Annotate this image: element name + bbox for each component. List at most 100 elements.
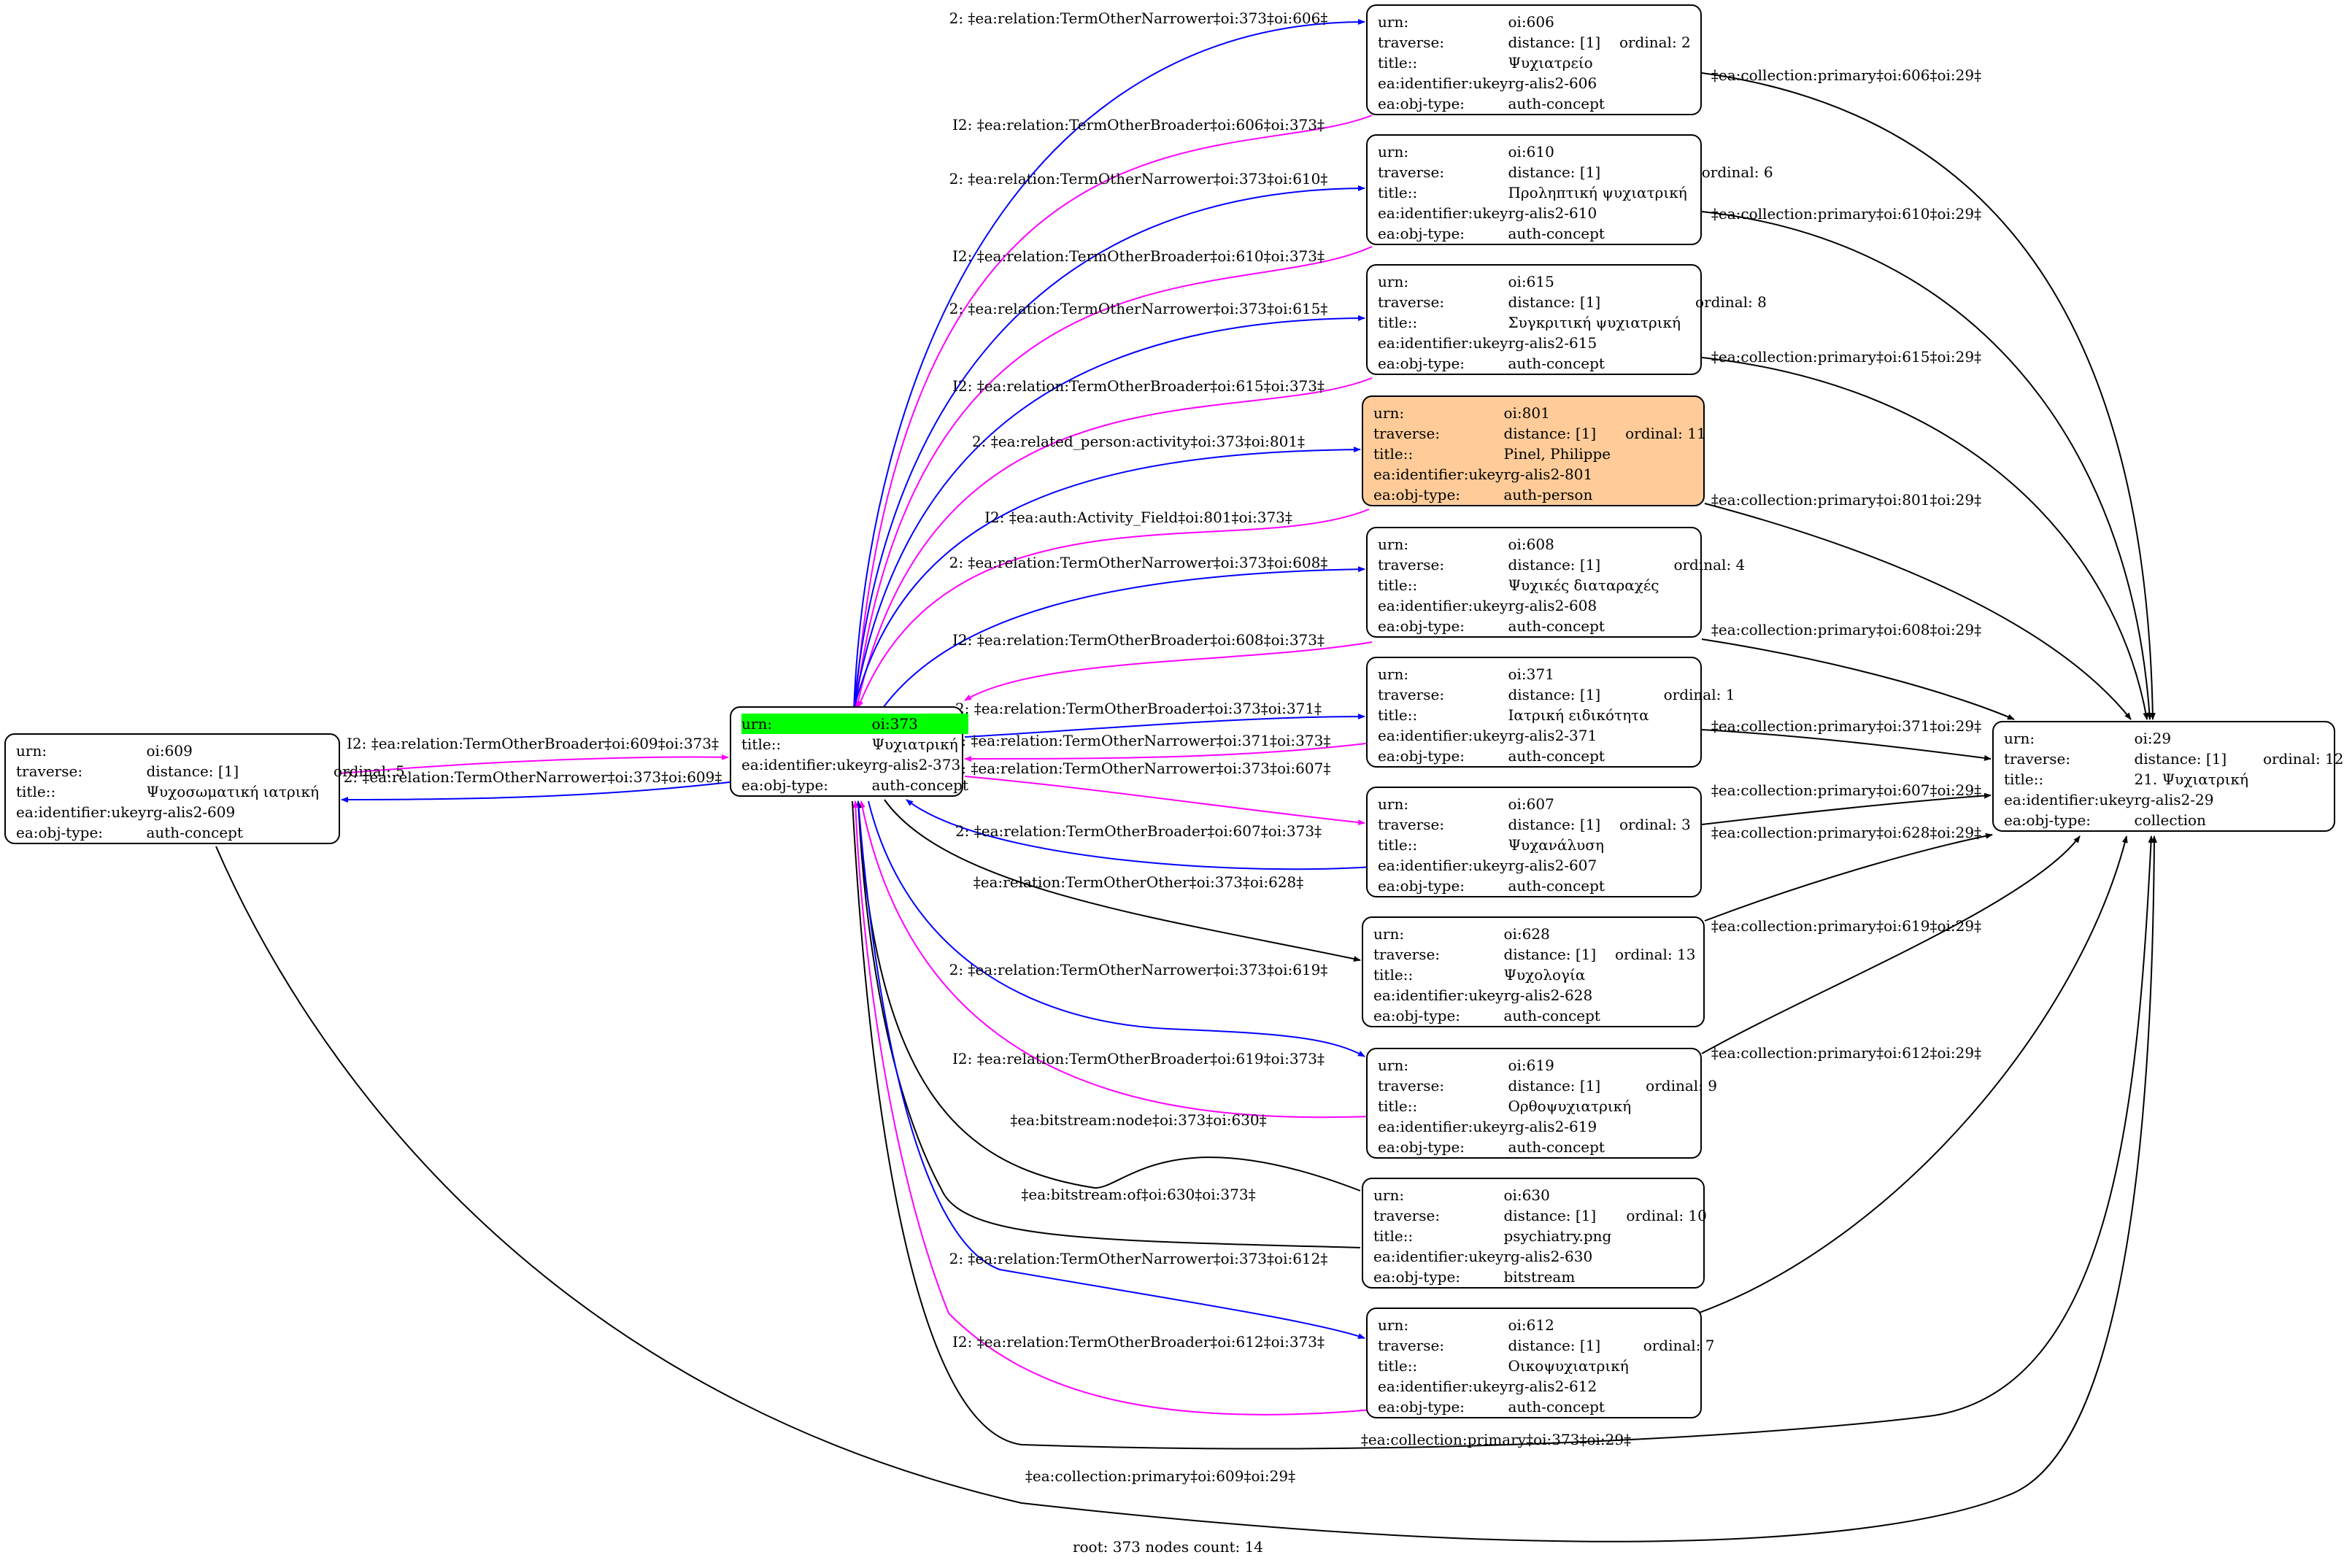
edge-label: I2: ‡ea:relation:TermOtherNarrower‡oi:37…: [947, 732, 1331, 749]
edge-line: [857, 509, 1370, 708]
edge-line: [884, 799, 1361, 962]
field-value: distance: [1]: [1508, 1077, 1601, 1094]
field-value: rg-alis2-609: [146, 803, 236, 821]
edge-line: [1701, 792, 1992, 825]
field-value: oi:628: [1503, 925, 1550, 943]
edge-label: ‡ea:collection:primary‡oi:607‡oi:29‡: [1711, 781, 1981, 799]
field-label: ea:identifier:ukey: [1373, 986, 1504, 1004]
edge-line: [1701, 357, 2149, 720]
field-value: collection: [2134, 811, 2206, 829]
field-label: ea:identifier:ukey: [1378, 857, 1508, 874]
field-label: traverse:: [1378, 556, 1445, 573]
field-value: oi:619: [1508, 1057, 1554, 1074]
field-value: bitstream: [1503, 1268, 1576, 1286]
field-label: ea:identifier:ukey: [1378, 74, 1508, 92]
edge-line: [853, 447, 1361, 710]
field-value: rg-alis2-606: [1508, 74, 1597, 92]
ordinal-value: ordinal: 8: [1695, 293, 1767, 311]
edge-label: ‡ea:collection:primary‡oi:609‡oi:29‡: [1025, 1467, 1295, 1485]
field-label: urn:: [1373, 404, 1405, 422]
edge-label: 2: ‡ea:relation:TermOtherBroader‡oi:607‡…: [955, 822, 1322, 840]
field-value: rg-alis2-371: [1508, 727, 1597, 744]
field-label: title::: [16, 783, 56, 800]
field-value: oi:606: [1508, 13, 1554, 31]
field-label: traverse:: [1378, 34, 1445, 51]
field-value: rg-alis2-607: [1508, 857, 1597, 874]
edge-label: ‡ea:collection:primary‡oi:371‡oi:29‡: [1711, 717, 1981, 735]
field-label: ea:identifier:ukey: [2004, 791, 2135, 808]
field-label: traverse:: [1378, 686, 1445, 703]
edge-line: [964, 742, 1373, 762]
field-value: rg-alis2-619: [1508, 1118, 1597, 1135]
field-label: ea:obj-type:: [1378, 95, 1465, 112]
ordinal-value: ordinal: 1: [1663, 686, 1735, 703]
edge-line: [906, 799, 1373, 870]
field-label: title::: [1378, 836, 1418, 854]
field-label: traverse:: [1373, 1207, 1441, 1224]
field-value: auth-person: [1503, 486, 1593, 503]
field-value: auth-concept: [1508, 877, 1605, 895]
field-label: ea:identifier:ukey: [1378, 204, 1508, 222]
field-label: title::: [1373, 1227, 1414, 1245]
field-value: Ψυχιατρική: [871, 735, 958, 753]
field-value: auth-concept: [1508, 1138, 1605, 1156]
field-label: ea:identifier:ukey: [1373, 1248, 1504, 1265]
field-label: title::: [2004, 771, 2044, 788]
field-value: Προληπτική ψυχιατρική: [1508, 184, 1687, 201]
field-value: distance: [1]: [1508, 816, 1601, 833]
field-label: ea:obj-type:: [1378, 355, 1465, 372]
field-label: title::: [1373, 966, 1414, 984]
edge-label: ‡ea:collection:primary‡oi:801‡oi:29‡: [1711, 491, 1981, 509]
edge-label: ‡ea:collection:primary‡oi:606‡oi:29‡: [1711, 66, 1981, 84]
edge-line: [852, 800, 1373, 1416]
field-value: Ψυχοσωματική ιατρική: [146, 783, 320, 800]
field-label: ea:identifier:ukey: [1378, 334, 1508, 352]
edge-label: ‡ea:collection:primary‡oi:608‡oi:29‡: [1711, 621, 1981, 638]
edge-line: [853, 246, 1373, 708]
edge-label: ‡ea:collection:primary‡oi:628‡oi:29‡: [1711, 824, 1981, 841]
field-label: urn:: [1378, 13, 1409, 31]
ordinal-value: ordinal: 13: [1614, 946, 1696, 963]
edge-label: I2: ‡ea:relation:TermOtherBroader‡oi:615…: [952, 377, 1325, 395]
field-value: rg-alis2-615: [1508, 334, 1597, 352]
field-label: ea:obj-type:: [1373, 486, 1461, 503]
field-label: traverse:: [1373, 425, 1441, 442]
edge-label: ‡ea:collection:primary‡oi:610‡oi:29‡: [1711, 205, 1981, 223]
ordinal-value: ordinal: 6: [1701, 163, 1773, 181]
field-value: rg-alis2-608: [1508, 597, 1597, 614]
field-value: Ψυχιατρείο: [1508, 54, 1593, 72]
field-value: rg-alis2-612: [1508, 1378, 1597, 1395]
edge-line: [1701, 835, 2081, 1054]
field-value: oi:609: [146, 742, 193, 760]
edge-line: [1701, 638, 2015, 720]
ordinal-value: ordinal: 2: [1619, 34, 1691, 51]
field-label: title::: [741, 735, 782, 753]
field-value: distance: [1]: [1508, 293, 1601, 311]
field-label: title::: [1378, 184, 1418, 201]
edge-line: [215, 835, 2157, 1542]
field-value: auth-concept: [871, 776, 968, 794]
ordinal-value: ordinal: 10: [1626, 1207, 1707, 1224]
edge-line: [868, 800, 1365, 1057]
edge-line: [882, 566, 1365, 708]
field-value: psychiatry.png: [1503, 1227, 1612, 1245]
edge-line: [339, 754, 729, 774]
edge-line: [852, 115, 1373, 708]
field-value: Ορθοψυχιατρική: [1508, 1097, 1632, 1115]
field-value: auth-concept: [1508, 617, 1605, 635]
field-value: Ψυχικές διαταραχές: [1508, 576, 1659, 594]
